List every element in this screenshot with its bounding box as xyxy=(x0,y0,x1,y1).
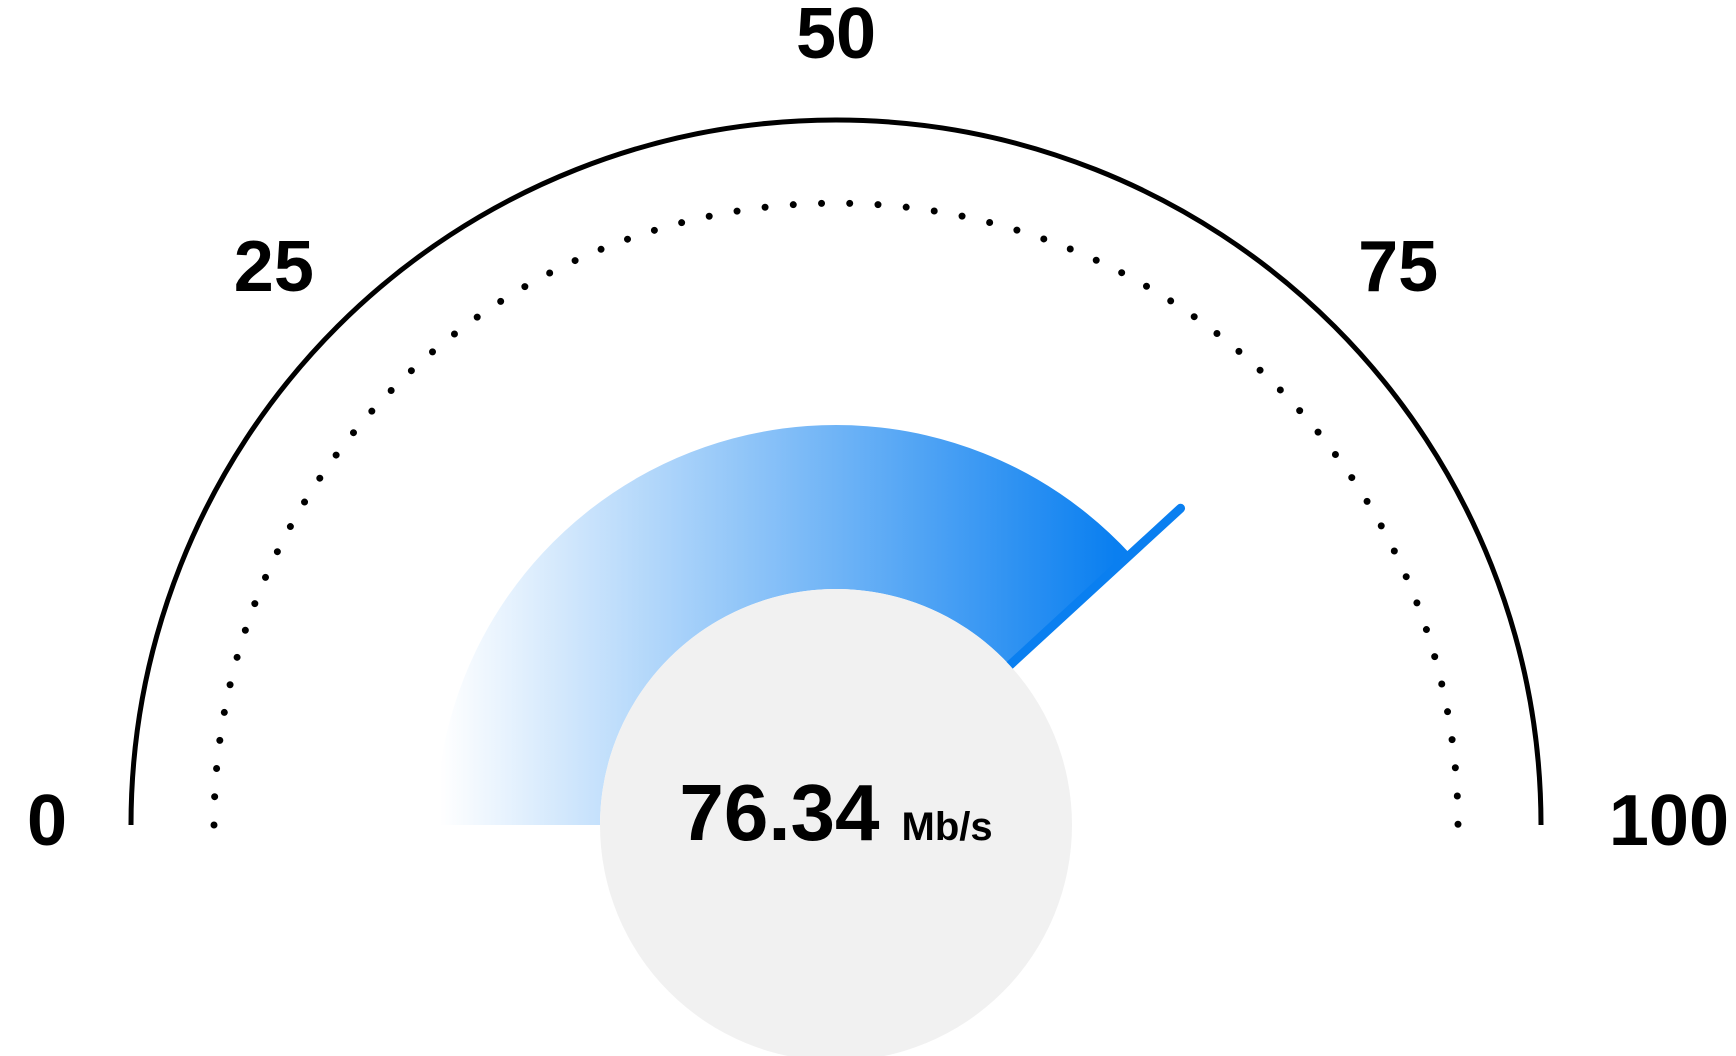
speed-value: 76.34 xyxy=(679,768,880,857)
tick-label-50: 50 xyxy=(796,0,876,74)
speed-unit: Mb/s xyxy=(902,805,993,849)
value-fill-band xyxy=(436,425,1131,825)
value-needle xyxy=(1003,503,1186,672)
gauge-hub xyxy=(600,589,1072,1056)
speed-readout: 76.34 Mb/s xyxy=(679,768,992,857)
tick-label-75: 75 xyxy=(1358,227,1438,307)
tick-label-25: 25 xyxy=(234,227,314,307)
tick-label-100: 100 xyxy=(1609,781,1729,861)
tick-label-0: 0 xyxy=(27,781,67,861)
dotted-scale-arc xyxy=(210,199,1462,829)
outer-scale-arc xyxy=(128,117,1544,826)
